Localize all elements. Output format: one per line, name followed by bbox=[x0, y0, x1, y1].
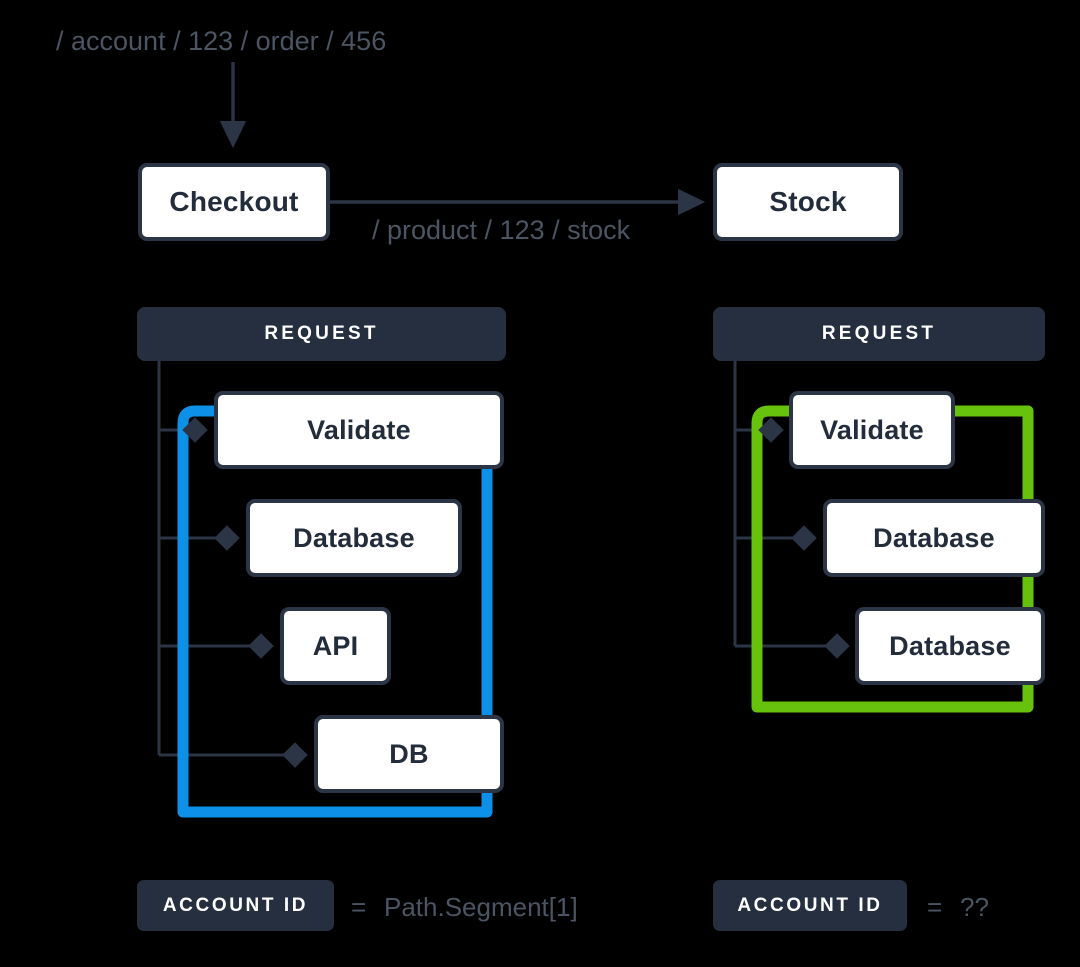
left-span-markers bbox=[182, 417, 308, 768]
service-node-stock-label: Stock bbox=[769, 186, 847, 217]
left-trace-request-header-label: REQUEST bbox=[264, 323, 379, 344]
service-node-stock[interactable]: Stock bbox=[713, 163, 903, 241]
right-trace-request-header[interactable]: REQUEST bbox=[713, 307, 1045, 361]
right-legend-equals: = bbox=[927, 892, 943, 922]
left-span-validate[interactable]: Validate bbox=[214, 391, 504, 469]
right-legend-account-id-chip-label: ACCOUNT ID bbox=[737, 894, 883, 916]
right-span-database-1[interactable]: Database bbox=[823, 499, 1045, 577]
checkout-stock-edge-label: / product / 123 / stock bbox=[372, 215, 631, 245]
left-span-database[interactable]: Database bbox=[246, 499, 462, 577]
right-span-validate-label: Validate bbox=[820, 414, 924, 445]
service-node-checkout-label: Checkout bbox=[169, 186, 299, 217]
left-span-api[interactable]: API bbox=[280, 607, 391, 685]
right-legend-value: ?? bbox=[960, 892, 989, 922]
right-span-database-2-label: Database bbox=[889, 630, 1011, 661]
left-legend-account-id-chip[interactable]: ACCOUNT ID bbox=[137, 880, 334, 931]
left-span-database-label: Database bbox=[293, 522, 415, 553]
left-legend-account-id-chip-label: ACCOUNT ID bbox=[162, 894, 309, 916]
left-span-api-label: API bbox=[312, 630, 359, 661]
left-span-validate-label: Validate bbox=[307, 414, 411, 445]
left-trace-request-header[interactable]: REQUEST bbox=[137, 307, 506, 361]
left-span-db[interactable]: DB bbox=[314, 715, 504, 793]
right-span-database-2[interactable]: Database bbox=[855, 607, 1045, 685]
left-legend-equals: = bbox=[351, 892, 367, 922]
incoming-request-label: / account / 123 / order / 456 bbox=[56, 26, 387, 56]
left-span-db-label: DB bbox=[389, 738, 429, 769]
right-legend-account-id-chip[interactable]: ACCOUNT ID bbox=[713, 880, 907, 931]
service-node-checkout[interactable]: Checkout bbox=[138, 163, 330, 241]
right-span-database-1-label: Database bbox=[873, 522, 995, 553]
right-span-validate[interactable]: Validate bbox=[789, 391, 955, 469]
right-trace-request-header-label: REQUEST bbox=[821, 323, 937, 344]
left-legend-value: Path.Segment[1] bbox=[384, 892, 578, 922]
